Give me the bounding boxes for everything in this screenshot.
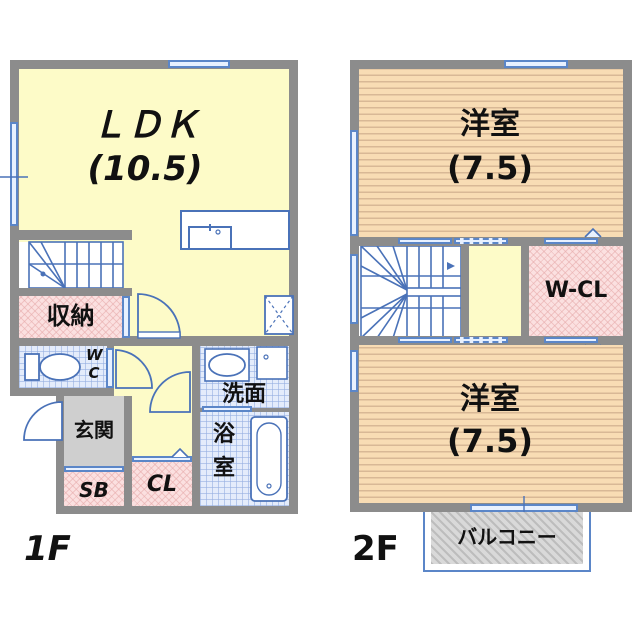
washing-machine-icon	[256, 346, 288, 380]
bath-label-top: 浴	[212, 422, 235, 447]
ldk-size: (10.5)	[87, 149, 203, 189]
wcl-label: W-CL	[544, 278, 608, 303]
room-walk-in-closet	[529, 246, 623, 336]
western-south-label: 洋室	[460, 382, 520, 417]
cl-frame	[132, 456, 192, 462]
room-western-south	[359, 345, 623, 503]
window-marker-icon	[0, 176, 28, 178]
balcony-label: バルコニー	[457, 525, 557, 549]
wc-door-frame	[106, 348, 114, 388]
refrigerator-icon	[264, 295, 294, 335]
wall	[56, 396, 64, 514]
wall	[19, 288, 132, 296]
cl-door-icon[interactable]	[170, 447, 190, 458]
wc-label-c: C	[88, 364, 100, 382]
staircase-icon	[28, 241, 124, 289]
window	[504, 60, 568, 68]
window	[168, 60, 230, 68]
wcl-door-top[interactable]	[544, 238, 598, 244]
floor-1f-plan: 収納 W C 玄関 SB CL	[10, 60, 298, 514]
entrance-door-icon[interactable]	[22, 398, 64, 444]
stairs-1f	[19, 242, 123, 290]
window	[350, 254, 358, 324]
sb-frame	[64, 466, 124, 472]
entrance-label: 玄関	[74, 418, 114, 442]
door-frame	[398, 337, 452, 343]
floor-1f-label: 1F	[24, 529, 71, 569]
door-swing-icon[interactable]	[114, 348, 154, 392]
hallway-2f	[469, 246, 521, 336]
storage-label: 収納	[46, 302, 95, 330]
ldk-label: ＬＤＫ	[90, 105, 199, 146]
room-storage	[19, 296, 122, 338]
floor-2f-plan: 洋室 (7.5) W-CL	[350, 60, 632, 512]
room-entrance	[64, 396, 124, 466]
window	[10, 122, 18, 226]
wall	[124, 396, 132, 514]
floor-2f-label: 2F	[352, 529, 399, 569]
wall	[461, 246, 469, 336]
door-swing-icon[interactable]	[148, 370, 192, 414]
wall	[19, 230, 132, 240]
room-western-north	[359, 69, 623, 237]
closet-label: CL	[146, 472, 178, 497]
wcl-door-bottom[interactable]	[544, 337, 598, 343]
washbasin-icon	[204, 348, 250, 382]
room-closet	[132, 462, 192, 506]
faucet-icon	[209, 224, 221, 235]
room-shoebox	[64, 472, 124, 506]
balcony: バルコニー	[423, 512, 591, 572]
door-swing-icon[interactable]	[136, 292, 182, 339]
wall	[19, 338, 289, 346]
staircase-icon	[360, 245, 462, 339]
window	[350, 130, 358, 236]
bath-door[interactable]	[202, 406, 252, 412]
bathtub-icon	[250, 416, 288, 502]
wc-label-w: W	[86, 346, 103, 364]
western-north-size: (7.5)	[447, 149, 533, 187]
window	[350, 350, 358, 392]
door-south-room[interactable]	[454, 337, 508, 343]
door-frame	[398, 238, 452, 244]
western-north-label: 洋室	[460, 107, 520, 142]
washroom-label: 洗面	[221, 382, 266, 407]
door-north-room[interactable]	[454, 238, 508, 244]
wall	[192, 338, 200, 514]
bath-label-bottom: 室	[212, 456, 235, 481]
storage-door[interactable]	[122, 296, 130, 338]
balcony-floor	[431, 512, 583, 564]
western-south-size: (7.5)	[447, 422, 533, 460]
door-arrow-icon	[584, 227, 602, 238]
shoebox-label: SB	[79, 478, 109, 502]
toilet-icon	[24, 353, 81, 381]
wall	[19, 388, 119, 396]
wall	[521, 246, 529, 336]
